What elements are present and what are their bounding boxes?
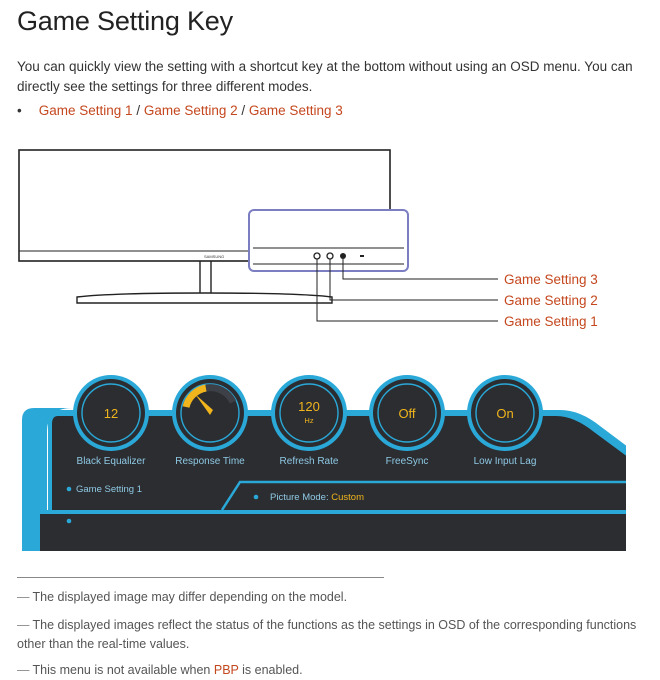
osd-dials <box>73 375 543 451</box>
response-time-gauge-track <box>205 384 237 404</box>
page-title: Game Setting Key <box>17 6 233 36</box>
link-game-setting-1[interactable]: Game Setting 1 <box>38 103 133 118</box>
power-led <box>360 255 364 257</box>
link-game-setting-3[interactable]: Game Setting 3 <box>248 103 343 118</box>
dial-value: 120 <box>298 399 320 414</box>
separator: / <box>132 103 144 118</box>
zoom-box <box>248 209 409 272</box>
picture-mode-dot <box>253 494 259 500</box>
monitor-brand-text: SAMSUNG <box>204 254 224 259</box>
osd-bottom-edge <box>26 504 46 551</box>
note-text: The displayed images reflect the status … <box>17 618 637 651</box>
osd-bottom-panel <box>40 514 626 551</box>
mode-label: Game Setting 1 <box>76 484 142 495</box>
dial-refresh-rate[interactable] <box>271 375 347 451</box>
dial-black-equalizer[interactable] <box>73 375 149 451</box>
callout-leaders <box>316 259 498 322</box>
response-time-gauge-arc <box>182 384 207 409</box>
response-time-needle <box>195 394 213 415</box>
game-setting-list: • Game Setting 1 / Game Setting 2 / Game… <box>17 103 343 118</box>
note-1: —The displayed image may differ dependin… <box>17 588 657 607</box>
note-dash: — <box>17 618 30 632</box>
note-2: —The displayed images reflect the status… <box>17 616 657 654</box>
mode-indicator-dot <box>66 486 72 492</box>
picture-mode-tab-edge <box>220 480 626 511</box>
callout-label-game-setting-1: Game Setting 1 <box>504 314 598 329</box>
picture-mode-text: Picture Mode: Custom <box>270 492 364 503</box>
note-text-before: This menu is not available when <box>32 663 214 677</box>
note-dash: — <box>17 663 30 677</box>
dial-freesync[interactable] <box>369 375 445 451</box>
dial-value: Off <box>398 406 415 421</box>
picture-mode-value: Custom <box>329 492 364 503</box>
button-game-setting-2[interactable] <box>326 252 334 260</box>
dial-value: 12 <box>104 406 118 421</box>
dial-unit: Hz <box>304 416 313 425</box>
link-pbp[interactable]: PBP <box>213 663 239 677</box>
note-text: The displayed image may differ depending… <box>32 590 348 604</box>
dial-label: Black Equalizer <box>77 456 147 467</box>
note-text-after: is enabled. <box>238 663 303 677</box>
bottom-row-dot <box>66 518 72 524</box>
callout-label-game-setting-3: Game Setting 3 <box>504 272 598 287</box>
dial-low-input-lag[interactable] <box>467 375 543 451</box>
dial-value: On <box>496 406 513 421</box>
osd-frame-left <box>22 408 72 551</box>
stand-base <box>76 292 333 304</box>
link-game-setting-2[interactable]: Game Setting 2 <box>143 103 238 118</box>
dial-response-time[interactable] <box>172 375 248 451</box>
separator: / <box>237 103 249 118</box>
button-game-setting-1[interactable] <box>313 252 321 260</box>
leader-game-setting-3 <box>342 259 498 280</box>
picture-mode-tab <box>226 486 626 510</box>
note-dash: — <box>17 590 30 604</box>
bullet-dot: • <box>17 103 22 118</box>
monitor-diagram: SAMSUNG Game Setting 3 Game Setting 2 Ga… <box>18 149 598 329</box>
dial-label: FreeSync <box>386 456 429 467</box>
intro-paragraph: You can quickly view the setting with a … <box>17 59 633 94</box>
button-game-setting-3[interactable] <box>340 253 346 259</box>
dial-label: Response Time <box>175 456 245 467</box>
notes-separator <box>17 577 384 578</box>
picture-mode-label: Picture Mode: <box>270 492 329 503</box>
callout-label-game-setting-2: Game Setting 2 <box>504 293 598 308</box>
dial-label: Refresh Rate <box>280 456 339 467</box>
osd-panel: 12 120 Hz Off On Black Equalizer Respons… <box>22 375 626 551</box>
dial-label: Low Input Lag <box>474 456 537 467</box>
leader-game-setting-1 <box>316 259 498 322</box>
button-zoom-callout <box>248 209 409 272</box>
leader-game-setting-2 <box>329 259 498 301</box>
note-3: —This menu is not available when PBP is … <box>17 661 657 680</box>
